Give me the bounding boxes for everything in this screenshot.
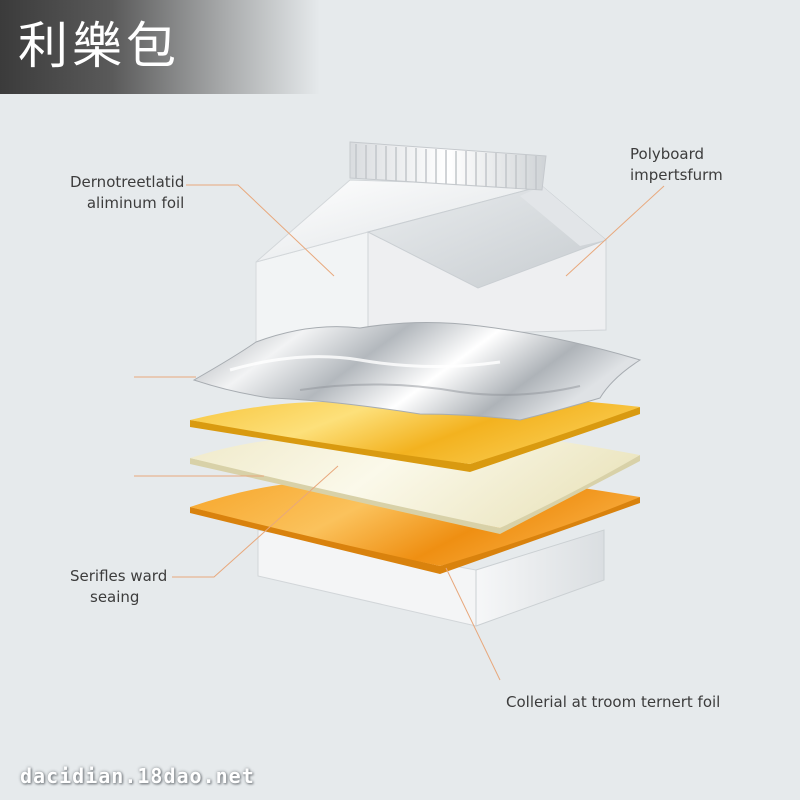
- carton-base: [257, 529, 605, 627]
- label-sealing-line1: Serifles ward: [70, 567, 168, 585]
- label-polyboard-line1: Polyboard: [630, 145, 705, 163]
- label-sealing: Serifles ward seaing: [70, 566, 167, 608]
- label-aluminum-foil-line2: aliminum foil: [86, 194, 185, 212]
- label-polyboard: Polyboard impertsfurm: [630, 144, 723, 186]
- title-banner: 利樂包: [0, 0, 320, 94]
- layer-foil: [192, 321, 642, 421]
- watermark: dacidian.18dao.net: [20, 764, 255, 788]
- label-collerial: Collerial at troom ternert foil: [506, 693, 721, 711]
- page-title: 利樂包: [18, 17, 180, 75]
- carton-top: [255, 141, 607, 371]
- label-sealing-line2: seaing: [90, 588, 140, 606]
- label-aluminum-foil-line1: Dernotreetlatid: [70, 173, 185, 191]
- leader-lines: [134, 184, 665, 681]
- label-aluminum-foil: Dernotreetlatid aliminum foil: [70, 172, 184, 214]
- label-polyboard-line2: impertsfurm: [630, 166, 723, 184]
- layer-cream: [190, 428, 640, 534]
